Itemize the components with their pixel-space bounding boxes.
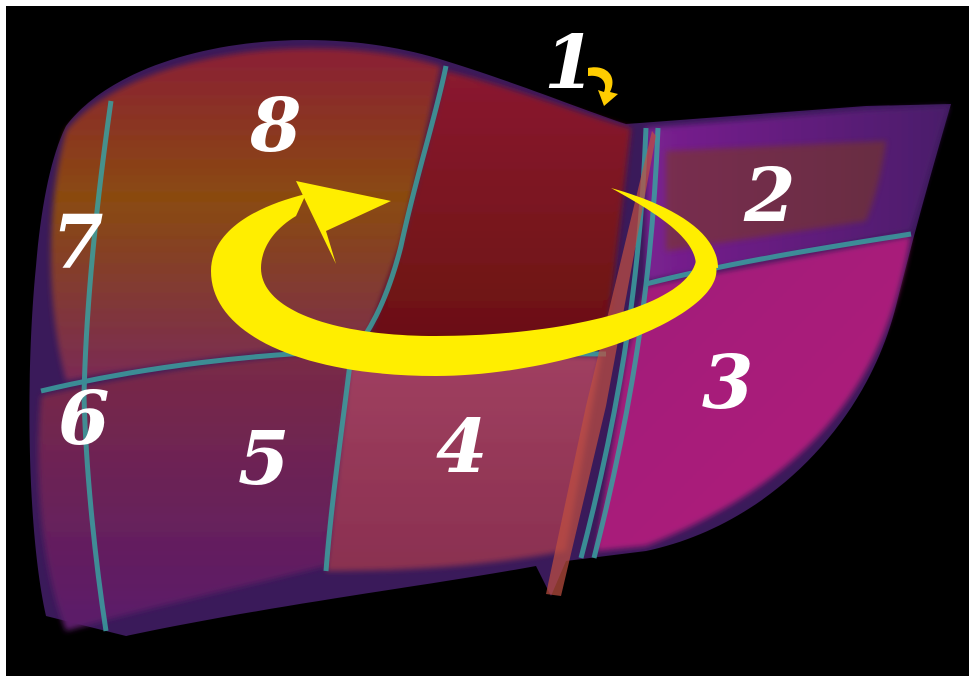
liver-segments-diagram: 1 2 3 4 5 6 7 8 <box>6 6 969 676</box>
segment-label-8: 8 <box>249 83 302 169</box>
segment-label-1: 1 <box>544 20 596 106</box>
segment-label-4: 4 <box>436 404 488 490</box>
segment-label-5: 5 <box>238 416 290 502</box>
diagram-canvas: 1 2 3 4 5 6 7 8 <box>6 6 969 676</box>
segment-label-3: 3 <box>702 340 754 426</box>
segment-label-2: 2 <box>743 153 796 239</box>
segment-label-7: 7 <box>52 200 104 286</box>
segment-label-6: 6 <box>58 376 110 462</box>
